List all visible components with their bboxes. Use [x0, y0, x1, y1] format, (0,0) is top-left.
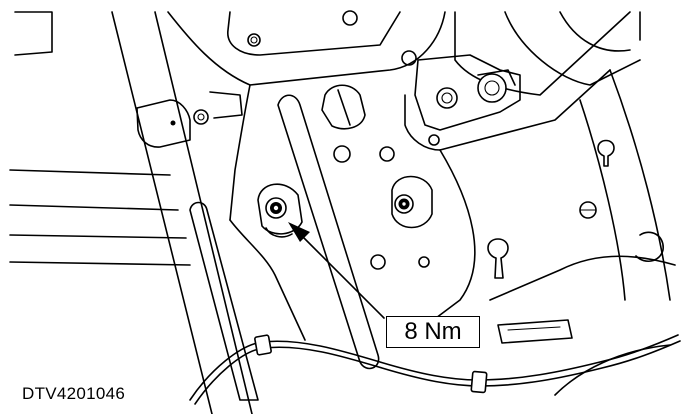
torque-bolt — [257, 183, 303, 238]
torque-callout: 8 Nm — [386, 316, 480, 348]
regulator-bracket — [414, 54, 521, 131]
callout-leader-arrow — [288, 222, 385, 319]
left-slot — [189, 201, 259, 401]
inner-panel-outline — [167, 11, 676, 341]
figure-id: DTV4201046 — [22, 384, 126, 403]
part-tag — [497, 319, 573, 344]
wire-harness — [189, 334, 681, 405]
door-frame-edges — [9, 11, 253, 414]
regulator-bolt — [391, 175, 433, 229]
center-slot — [277, 94, 380, 370]
keyhole-cutouts — [487, 139, 664, 279]
oblong-hole — [321, 84, 366, 130]
mounting-holes — [247, 10, 597, 270]
left-latch — [136, 91, 243, 148]
